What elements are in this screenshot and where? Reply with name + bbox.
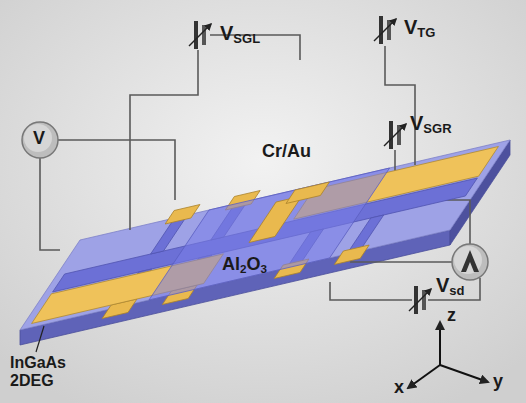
illustration-part [387,20,391,40]
symbol: V [220,22,233,44]
part-label: VSGR [410,112,452,137]
axis-arrow [440,365,488,382]
formula-part: Al [222,254,240,274]
illustration-part [374,19,396,41]
axis-arrow [408,365,440,388]
part-label: Cr/Au [262,142,311,162]
hall-bar-channel [53,178,478,292]
illustration-part [414,286,418,314]
part-label: V [33,129,45,149]
al2o3-layer [149,168,390,300]
part-label: InGaAs 2DEG [10,354,82,389]
wire [428,278,480,300]
illustration-part [24,124,52,152]
part-label: VTG [404,16,435,41]
subscript: SGR [423,121,451,136]
contact-pad [334,245,369,265]
part-label: y [493,372,503,392]
wire [350,261,454,263]
illustration-part [422,290,426,310]
illustration-part [379,16,383,44]
top-gate [249,196,302,243]
contact-pad [165,205,200,225]
subscript: sd [449,283,464,298]
ammeter-glyph [461,250,479,272]
symbol: V [410,112,423,134]
axis-arrow [439,322,441,365]
wire [440,200,470,246]
illustration-part [454,246,482,274]
wire [130,50,198,230]
variable-source [409,286,431,314]
part-label: VSGL [220,22,260,47]
illustration-part [384,124,406,146]
wire [385,46,415,165]
variable-source [189,21,211,49]
variable-source [384,121,406,149]
substrate-top [20,140,510,330]
variable-source [374,16,396,44]
ammeter [452,244,488,280]
subscript: TG [417,25,435,40]
subscript: 2 [240,262,247,275]
part-label: x [394,378,404,398]
leader-line [36,326,44,352]
illustration-part [389,121,393,149]
part-label: Al2O3 [222,255,267,276]
illustration-part [194,21,198,49]
illustration-part [202,25,206,45]
illustration-part [22,122,58,158]
wire [40,158,60,250]
illustration-part [189,24,211,46]
symbol: V [404,16,417,38]
part-label: Vsd [436,274,465,299]
wire [330,282,412,300]
wire [58,140,175,200]
part-label: z [447,306,456,326]
voltmeter [22,122,58,158]
illustration-part [397,125,401,145]
symbol: V [436,274,449,296]
formula-part: O [247,254,261,274]
illustration-part [409,289,431,311]
illustration-part [452,244,488,280]
subscript: 3 [261,262,268,275]
top-gate-pad [286,182,329,204]
subscript: SGL [233,31,260,46]
